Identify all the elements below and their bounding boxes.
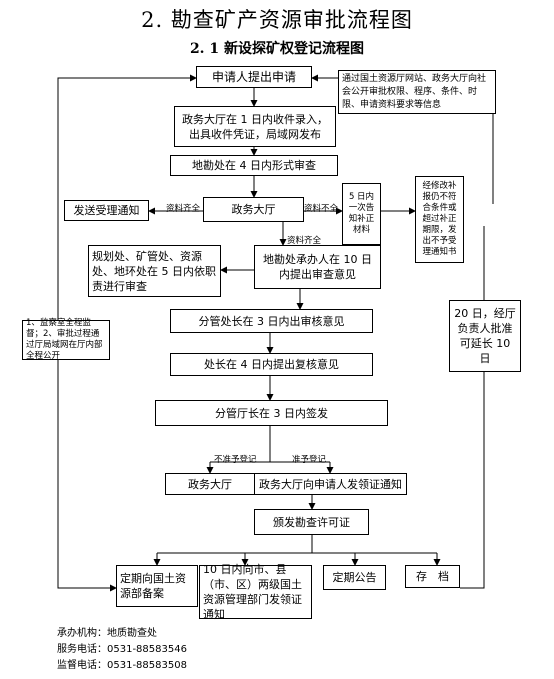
node-intake: 政务大厅在 1 日内收件录入，出具收件凭证，局域网发布 [174, 106, 336, 147]
node-city-notify: 10 日内向市、县（市、区）两级国土资源管理部门发领证通知 [199, 563, 312, 621]
footer-org: 承办机构：地质勘查处 [57, 628, 157, 639]
label-not-granted: 不准予登记 [214, 455, 257, 465]
node-joint-review: 规划处、矿管处、资源处、地环处在 5 日内依职责进行审查 [88, 245, 221, 297]
node-notify-accept: 发送受理通知 [64, 200, 149, 221]
node-supervision: 1、监察室全程监督；2、审批过程通过厅局域网在厅内部全程公开 [22, 318, 110, 361]
sub-title: 2. 1 新设探矿权登记流程图 [189, 41, 365, 57]
edge-extension-down [460, 372, 485, 589]
label-complete-down: 资料齐全 [287, 236, 322, 246]
node-formal-review: 地勘处在 4 日内形式审查 [170, 155, 338, 176]
node-announce: 通过国土资源厅网站、政务大厅向社会公开审批权限、程序、条件、时限、申请资料要求等… [338, 70, 496, 114]
node-reject-notice: 经修改补报仍不符合条件或超过补正期限，发出不予受理通知书 [415, 176, 464, 263]
footer-monitor-phone: 监督电话：0531-88583508 [57, 660, 187, 671]
node-record: 定期向国土资源部备案 [116, 565, 198, 607]
node-archive: 存 档 [405, 565, 460, 588]
node-publish: 定期公告 [323, 565, 386, 590]
node-hall-deny: 政务大厅 [165, 473, 255, 495]
footer-service-phone: 服务电话：0531-88583546 [57, 644, 187, 655]
edge-supervision-down [57, 360, 117, 592]
node-division-head: 分管处长在 3 日内出审核意见 [170, 309, 373, 333]
main-title: 2. 勘查矿产资源审批流程图 [141, 8, 413, 32]
edge-supervision-up [57, 74, 197, 320]
node-handler: 地勘处承办人在 10 日内提出审查意见 [254, 245, 381, 289]
node-issue: 颁发勘查许可证 [254, 509, 369, 535]
node-hall-notify: 政务大厅向申请人发领证通知 [254, 473, 407, 495]
node-extension: 20 日，经厅负责人批准可延长 10 日 [449, 300, 521, 372]
label-granted: 准予登记 [292, 455, 327, 465]
label-incomplete: 资料不全 [304, 204, 339, 214]
node-chief: 处长在 4 日内提出复核意见 [170, 353, 373, 376]
label-complete-left: 资料齐全 [166, 204, 201, 214]
node-deputy: 分管厅长在 3 日内签发 [155, 400, 388, 426]
node-hall: 政务大厅 [203, 197, 304, 222]
node-supplement: 5 日内一次告知补正材料 [342, 183, 381, 245]
node-applicant: 申请人提出申请 [196, 66, 312, 88]
